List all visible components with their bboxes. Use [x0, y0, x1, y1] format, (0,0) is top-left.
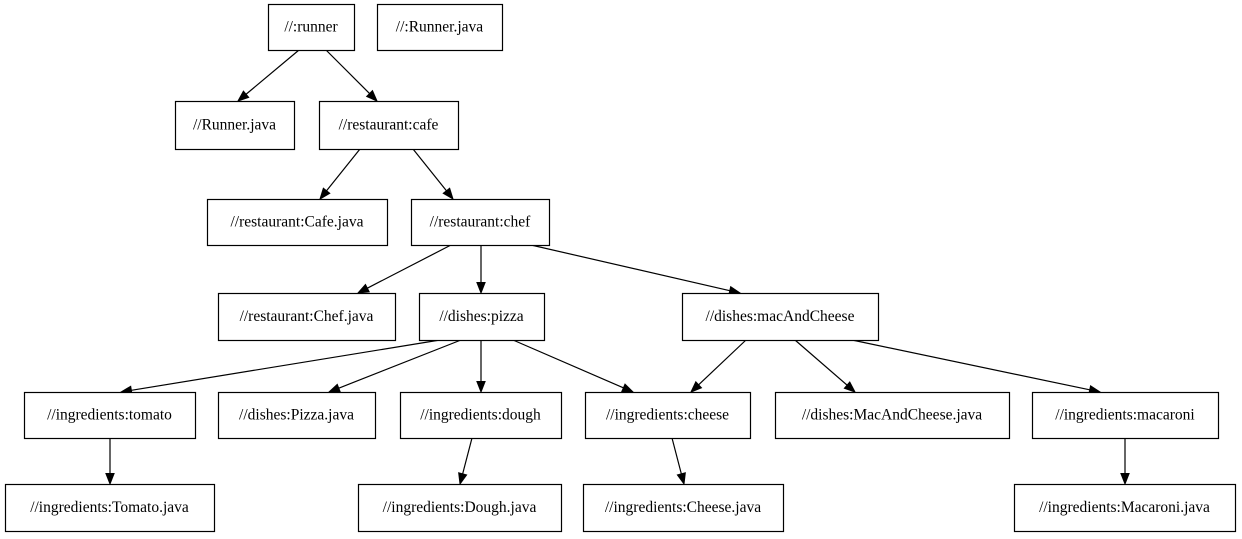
node-box[interactable] [4, 483, 216, 533]
edge-dishes_macandcheese-to-ing_cheese [690, 339, 747, 393]
node-box[interactable] [774, 391, 1011, 440]
node-label: //dishes:pizza [439, 308, 523, 325]
node-label: //:runner [284, 19, 338, 36]
node-label: //restaurant:chef [430, 214, 532, 231]
node-label: //restaurant:Cafe.java [231, 214, 364, 231]
graph-node-runner_java[interactable]: //Runner.java [174, 100, 296, 151]
node-label: //Runner.java [193, 117, 276, 134]
edge-restaurant_chef-to-dishes_macandcheese [530, 244, 742, 296]
node-box[interactable] [1031, 391, 1220, 440]
graph-node-dishes_pizza[interactable]: //dishes:pizza [418, 292, 546, 342]
node-box[interactable] [217, 292, 397, 342]
arrowhead [690, 380, 703, 393]
node-box[interactable] [1013, 483, 1237, 533]
node-box[interactable] [357, 483, 563, 533]
edge-ing_dough-to-ing_dough_java [458, 437, 473, 486]
edge-ing_macaroni-to-ing_macaroni_java [1120, 438, 1130, 486]
node-label: //dishes:macAndCheese [706, 308, 855, 325]
arrowhead [676, 472, 686, 486]
edge-restaurant_cafe-to-restaurant_chef [412, 148, 454, 201]
node-label: //:Runner.java [396, 19, 484, 36]
arrowhead [327, 383, 342, 393]
node-label: //ingredients:tomato [47, 407, 172, 424]
edge-ing_tomato-to-ing_tomato_java [105, 438, 115, 486]
node-box[interactable] [217, 391, 377, 440]
edge-restaurant_cafe-to-restaurant_cafe_java [319, 148, 361, 201]
edge-restaurant_chef-to-restaurant_chef_java [356, 244, 452, 294]
node-label: //ingredients:macaroni [1055, 407, 1195, 424]
node-box[interactable] [318, 100, 460, 151]
node-box[interactable] [410, 198, 551, 247]
node-box[interactable] [376, 3, 504, 52]
node-box[interactable] [582, 483, 785, 533]
edge-ing_cheese-to-ing_cheese_java [671, 437, 686, 486]
graph-node-restaurant_cafe_java[interactable]: //restaurant:Cafe.java [206, 198, 389, 247]
node-box[interactable] [174, 100, 296, 151]
graph-node-dishes_macandcheese[interactable]: //dishes:macAndCheese [681, 292, 880, 342]
arrowhead [236, 90, 250, 102]
edge-runner_target-to-restaurant_cafe [325, 49, 378, 102]
node-label: //ingredients:Dough.java [383, 499, 537, 516]
graph-node-ing_macaroni[interactable]: //ingredients:macaroni [1031, 391, 1220, 440]
arrowhead [1120, 473, 1130, 486]
node-box[interactable] [206, 198, 389, 247]
arrowhead [442, 187, 454, 201]
arrowhead [476, 381, 486, 394]
graph-node-ing_cheese[interactable]: //ingredients:cheese [584, 391, 752, 440]
graph-node-runner_target[interactable]: //:runner [267, 3, 356, 52]
arrowhead [356, 283, 370, 294]
graph-node-restaurant_cafe[interactable]: //restaurant:cafe [318, 100, 460, 151]
arrowhead [365, 89, 378, 102]
graph-node-dishes_macandcheese_java[interactable]: //dishes:MacAndCheese.java [774, 391, 1011, 440]
node-box[interactable] [681, 292, 880, 342]
nodes-layer: //:runner //:Runner.java //Runner.java //re… [4, 3, 1237, 533]
edge-dishes_macandcheese-to-ing_macaroni [851, 339, 1102, 395]
graph-node-restaurant_chef[interactable]: //restaurant:chef [410, 198, 551, 247]
edge-restaurant_chef-to-dishes_pizza [476, 245, 486, 295]
node-box[interactable] [584, 391, 752, 440]
edge-runner_target-to-runner_java [236, 49, 300, 102]
node-label: //ingredients:Tomato.java [30, 499, 189, 516]
edge-dishes_pizza-to-ing_cheese [512, 339, 635, 393]
edge-dishes_pizza-to-ing_dough [476, 340, 486, 394]
arrowhead [476, 282, 486, 295]
node-label: //dishes:Pizza.java [239, 407, 354, 424]
arrowhead [843, 381, 857, 393]
node-label: //dishes:MacAndCheese.java [802, 407, 982, 424]
graph-node-ing_dough[interactable]: //ingredients:dough [399, 391, 563, 440]
graph-node-ing_tomato_java[interactable]: //ingredients:Tomato.java [4, 483, 216, 533]
node-label: //ingredients:dough [420, 407, 541, 424]
arrowhead [620, 383, 635, 393]
node-label: //restaurant:Chef.java [240, 308, 374, 325]
graph-node-ing_macaroni_java[interactable]: //ingredients:Macaroni.java [1013, 483, 1237, 533]
graph-node-ing_cheese_java[interactable]: //ingredients:Cheese.java [582, 483, 785, 533]
graph-node-restaurant_chef_java[interactable]: //restaurant:Chef.java [217, 292, 397, 342]
node-box[interactable] [399, 391, 563, 440]
edges-layer [105, 49, 1130, 486]
node-label: //ingredients:Macaroni.java [1039, 499, 1210, 516]
node-box[interactable] [418, 292, 546, 342]
node-label: //ingredients:Cheese.java [605, 499, 761, 516]
node-box[interactable] [23, 391, 197, 440]
graph-node-runner_java_root[interactable]: //:Runner.java [376, 3, 504, 52]
node-label: //ingredients:cheese [606, 407, 729, 424]
arrowhead [458, 472, 468, 486]
edge-dishes_macandcheese-to-dishes_macandcheese_java [794, 339, 857, 393]
graph-node-ing_tomato[interactable]: //ingredients:tomato [23, 391, 197, 440]
arrowhead [105, 473, 115, 486]
arrowhead [319, 187, 331, 201]
graph-node-dishes_pizza_java[interactable]: //dishes:Pizza.java [217, 391, 377, 440]
node-label: //restaurant:cafe [339, 117, 439, 134]
graph-node-ing_dough_java[interactable]: //ingredients:Dough.java [357, 483, 563, 533]
node-box[interactable] [267, 3, 356, 52]
